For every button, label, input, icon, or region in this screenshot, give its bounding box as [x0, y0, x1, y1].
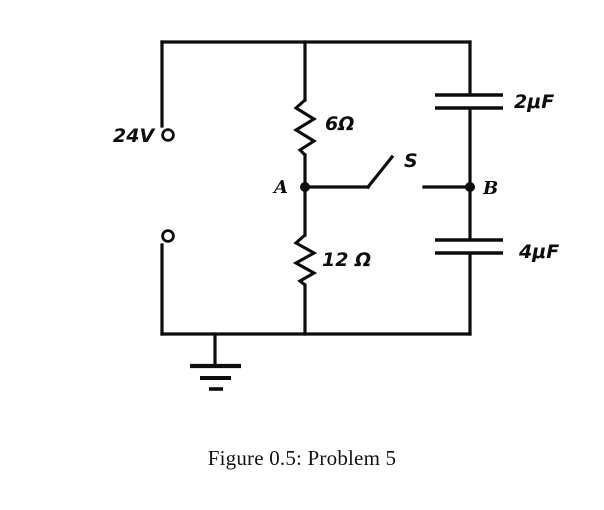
capacitor-2-uf-label: 2μF: [514, 91, 554, 113]
capacitor-4-uf: 4μF: [435, 238, 559, 263]
resistor-6-ohm-label: 6Ω: [325, 113, 354, 135]
source-voltage-label: 24V: [113, 125, 155, 147]
ground-symbol: [190, 332, 241, 391]
resistor-12-ohm-zigzag: [292, 233, 318, 287]
resistor-6-ohm: 6Ω: [293, 98, 354, 157]
capacitor-2-uf: 2μF: [435, 91, 554, 113]
figure-caption: Figure 0.5: Problem 5: [207, 446, 397, 470]
circuit-diagram: 24V 6Ω 12 Ω 2μF 4μF S: [113, 40, 559, 391]
positive-terminal-ring[interactable]: [161, 128, 175, 142]
resistor-6-ohm-zigzag: [293, 98, 317, 157]
node-b-dot: [465, 182, 475, 192]
resistor-12-ohm-label: 12 Ω: [322, 249, 371, 271]
switch-blade[interactable]: [365, 154, 395, 190]
negative-terminal-ring[interactable]: [161, 229, 175, 243]
resistor-12-ohm: 12 Ω: [292, 233, 371, 287]
switch-s[interactable]: S: [303, 150, 472, 190]
voltage-source: 24V: [113, 125, 175, 243]
capacitor-4-uf-label: 4μF: [518, 241, 559, 263]
switch-s-label: S: [404, 150, 418, 172]
node-markers: A B: [272, 177, 498, 199]
node-b-label: B: [482, 178, 498, 199]
node-a-dot: [300, 182, 310, 192]
wire-group-frame: [160, 40, 472, 336]
node-a-label: A: [272, 177, 288, 198]
